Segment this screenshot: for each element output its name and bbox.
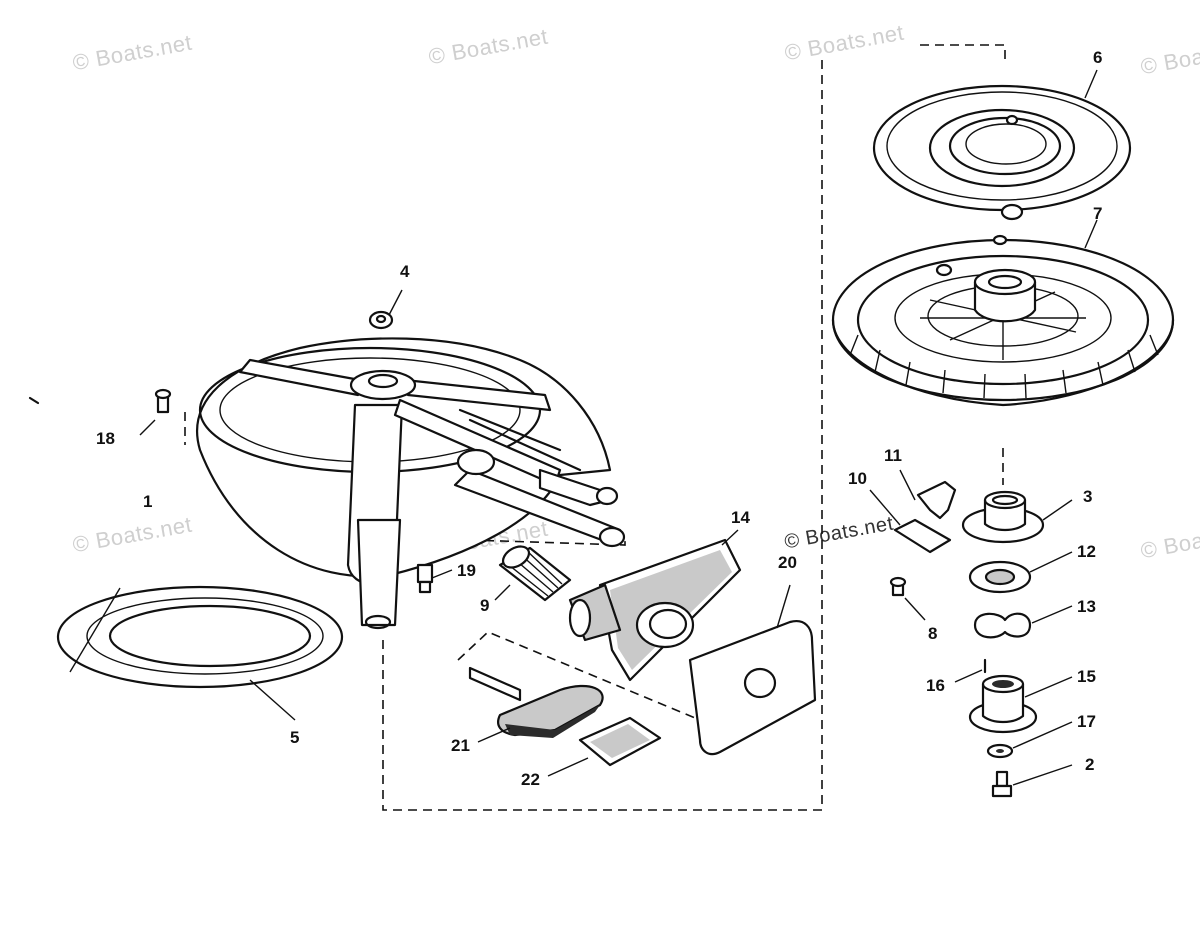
- spring-clip: [973, 605, 1073, 639]
- callout-9: 9: [480, 596, 490, 615]
- callout-5: 5: [290, 728, 300, 747]
- pawl-cam: [961, 490, 1073, 544]
- screw-18: [139, 388, 172, 436]
- nut: [368, 289, 403, 330]
- assembly-boundary: [382, 44, 1006, 811]
- callout-3: 3: [1083, 487, 1093, 506]
- callout-1: 1: [143, 492, 153, 511]
- callout-7: 7: [1093, 204, 1103, 223]
- callout-4: 4: [400, 262, 410, 281]
- callout-16: 16: [926, 676, 945, 695]
- starter-handle-housing: [568, 529, 742, 682]
- starter-handle: [468, 666, 604, 743]
- callout-13: 13: [1077, 597, 1096, 616]
- pawl-11: [899, 469, 957, 520]
- rewind-spring-coil: [872, 69, 1132, 221]
- handle-retainer: [547, 716, 662, 777]
- callout-22: 22: [521, 770, 540, 789]
- rewind-housing: [196, 337, 626, 630]
- callout-14: 14: [731, 508, 750, 527]
- callout-19: 19: [457, 561, 476, 580]
- callout-6: 6: [1093, 48, 1103, 67]
- washer-17: [986, 721, 1073, 759]
- screw-8: [889, 576, 926, 621]
- pawl-10: [869, 489, 952, 554]
- drive-hub: [968, 674, 1073, 734]
- screw-2: [991, 764, 1073, 798]
- callout-17: 17: [1077, 712, 1096, 731]
- rewind-spring: [56, 585, 344, 721]
- callout-21: 21: [451, 736, 470, 755]
- callout-18: 18: [96, 429, 115, 448]
- callout-8: 8: [928, 624, 938, 643]
- washer-12: [968, 551, 1073, 594]
- callout-10: 10: [848, 469, 867, 488]
- screw-19: [416, 563, 453, 594]
- pin-16: [954, 658, 987, 683]
- spring-sleeve: [494, 545, 572, 602]
- callout-12: 12: [1077, 542, 1096, 561]
- cover-plate: [688, 584, 817, 756]
- callout-2: 2: [1085, 755, 1095, 774]
- callout-20: 20: [778, 553, 797, 572]
- callout-15: 15: [1077, 667, 1096, 686]
- callout-11: 11: [884, 446, 902, 465]
- rewind-pulley: [831, 219, 1175, 407]
